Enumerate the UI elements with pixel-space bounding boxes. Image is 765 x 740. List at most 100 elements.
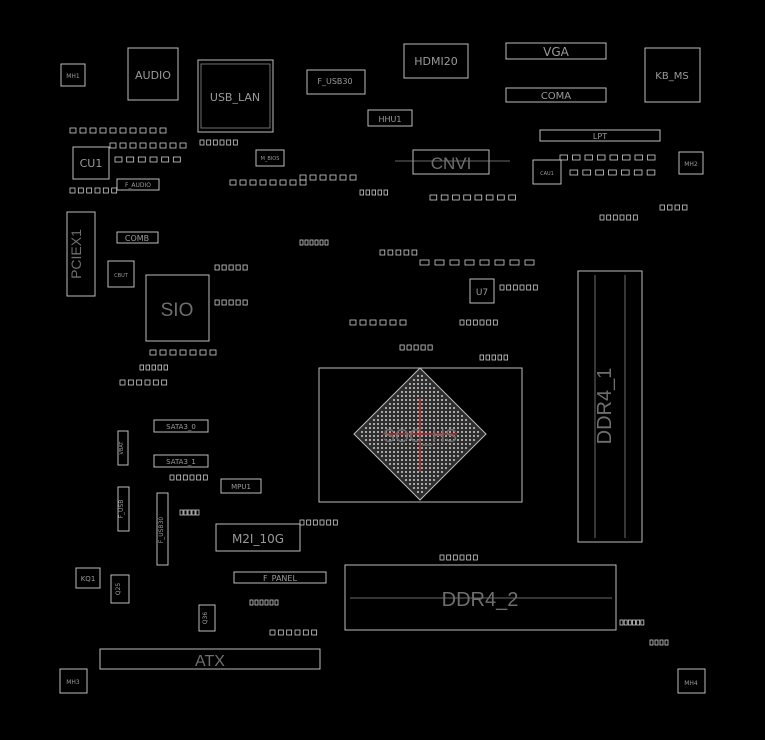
bga-pad: [433, 455, 435, 457]
bga-pad: [401, 475, 403, 477]
passive-pad: [182, 474, 188, 481]
passive-pad: [183, 509, 188, 516]
passive-pad: [439, 554, 445, 561]
bga-pad: [445, 411, 447, 413]
passive-pad: [569, 169, 579, 176]
bga-pad: [445, 407, 447, 409]
passive-pad: [654, 639, 659, 646]
bga-pad: [389, 411, 391, 413]
bga-pad: [445, 435, 447, 437]
passive-pad: [383, 189, 388, 196]
bga-pad: [421, 403, 423, 405]
bga-pad: [421, 459, 423, 461]
passive-pad: [485, 354, 490, 361]
bga-pad: [405, 443, 407, 445]
bga-pad: [457, 423, 459, 425]
passive-pad: [632, 214, 638, 221]
bga-pad: [429, 427, 431, 429]
bga-pad: [421, 463, 423, 465]
passive-pad: [299, 179, 307, 186]
bga-pad: [473, 439, 475, 441]
bga-pad: [389, 431, 391, 433]
bga-pad: [417, 487, 419, 489]
bga-pad: [421, 443, 423, 445]
passive-pad: [145, 364, 150, 371]
soc-bga-array: [361, 375, 479, 493]
bga-pad: [441, 451, 443, 453]
passive-pad: [459, 319, 465, 326]
passive-pad: [449, 259, 460, 266]
passive-pad: [659, 204, 665, 211]
bga-pad: [429, 467, 431, 469]
bga-pad: [425, 467, 427, 469]
bga-pad: [429, 431, 431, 433]
passive-pad: [169, 474, 175, 481]
passive-pad: [299, 519, 305, 526]
bga-pad: [445, 447, 447, 449]
kq1-label: KQ1: [81, 575, 96, 583]
bga-pad: [377, 435, 379, 437]
bga-pad: [417, 411, 419, 413]
passive-pad: [259, 179, 267, 186]
passive-pad: [606, 214, 612, 221]
bga-pad: [401, 395, 403, 397]
bga-pad: [417, 483, 419, 485]
passive-pad: [199, 139, 205, 146]
bga-pad: [369, 423, 371, 425]
bga-pad: [393, 431, 395, 433]
bga-pad: [445, 455, 447, 457]
bga-pad: [449, 427, 451, 429]
bga-pad: [465, 447, 467, 449]
bga-pad: [401, 399, 403, 401]
passive-pad: [229, 179, 237, 186]
bga-pad: [421, 431, 423, 433]
passive-pad: [202, 474, 208, 481]
bga-pad: [425, 419, 427, 421]
bga-pad: [377, 451, 379, 453]
passive-pad: [599, 214, 605, 221]
f-usb30-header-side: F_USB30: [156, 492, 169, 566]
bga-pad: [397, 395, 399, 397]
bga-pad: [421, 379, 423, 381]
bga-pad: [465, 427, 467, 429]
passive-pad: [314, 239, 319, 246]
passive-pad: [399, 344, 405, 351]
bga-pad: [413, 423, 415, 425]
bga-pad: [477, 435, 479, 437]
bga-pad: [433, 443, 435, 445]
bga-pad: [385, 431, 387, 433]
audio-connector: AUDIO: [127, 47, 179, 101]
bga-pad: [433, 407, 435, 409]
passive-pad: [221, 264, 227, 271]
soc-heatsink: SOC_HS: [318, 367, 523, 503]
passive-pad: [94, 187, 101, 194]
bga-pad: [405, 431, 407, 433]
passive-pad: [634, 154, 643, 161]
passive-pad: [214, 264, 220, 271]
passive-pad: [479, 354, 484, 361]
bga-pad: [433, 403, 435, 405]
passive-pad: [479, 319, 485, 326]
passive-pad: [89, 127, 97, 134]
bga-pad: [413, 447, 415, 449]
bga-pad: [393, 403, 395, 405]
bga-pad: [401, 391, 403, 393]
passive-pad: [302, 629, 309, 636]
passive-pad: [86, 187, 93, 194]
bga-pad: [413, 471, 415, 473]
passive-pad: [597, 154, 606, 161]
bga-pad: [425, 463, 427, 465]
bga-pad: [441, 395, 443, 397]
bga-pad: [397, 459, 399, 461]
bga-pad: [429, 463, 431, 465]
passive-pad: [109, 142, 117, 149]
bga-pad: [413, 379, 415, 381]
bga-pad: [401, 407, 403, 409]
passive-pad: [311, 629, 318, 636]
passive-pad: [114, 156, 123, 163]
bga-pad: [381, 435, 383, 437]
bga-pad: [437, 475, 439, 477]
passive-pad: [509, 259, 520, 266]
passive-pad: [286, 629, 293, 636]
